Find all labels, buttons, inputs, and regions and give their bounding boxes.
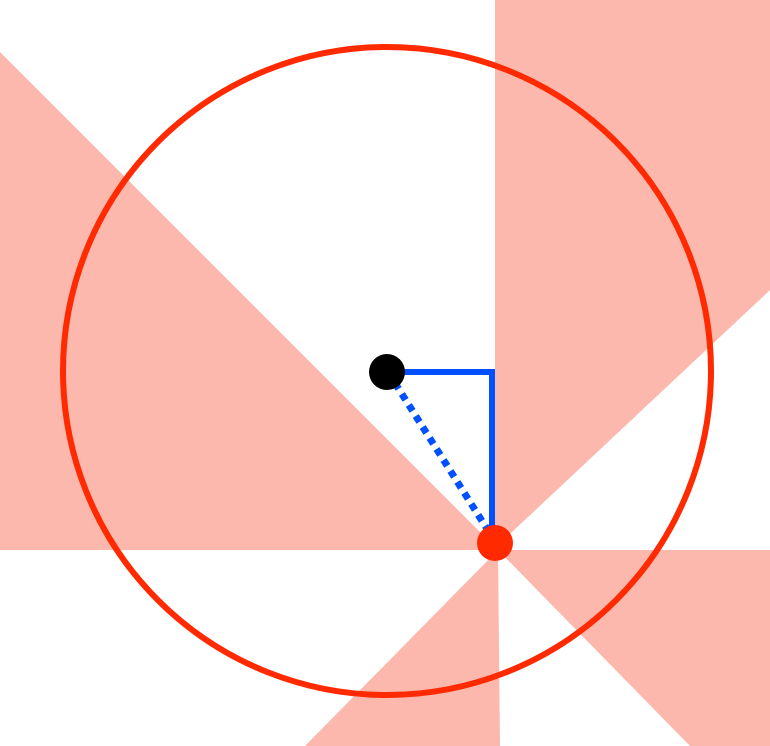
pivot-point (477, 525, 513, 561)
circle-outline (60, 44, 714, 698)
solid-leg-path (388, 369, 495, 540)
shaded-region-left (0, 52, 498, 550)
center-point (369, 354, 405, 390)
shaded-region-bottom-right (498, 550, 770, 746)
shaded-region-top-right (495, 0, 770, 548)
shaded-region-bottom-center (305, 550, 500, 746)
